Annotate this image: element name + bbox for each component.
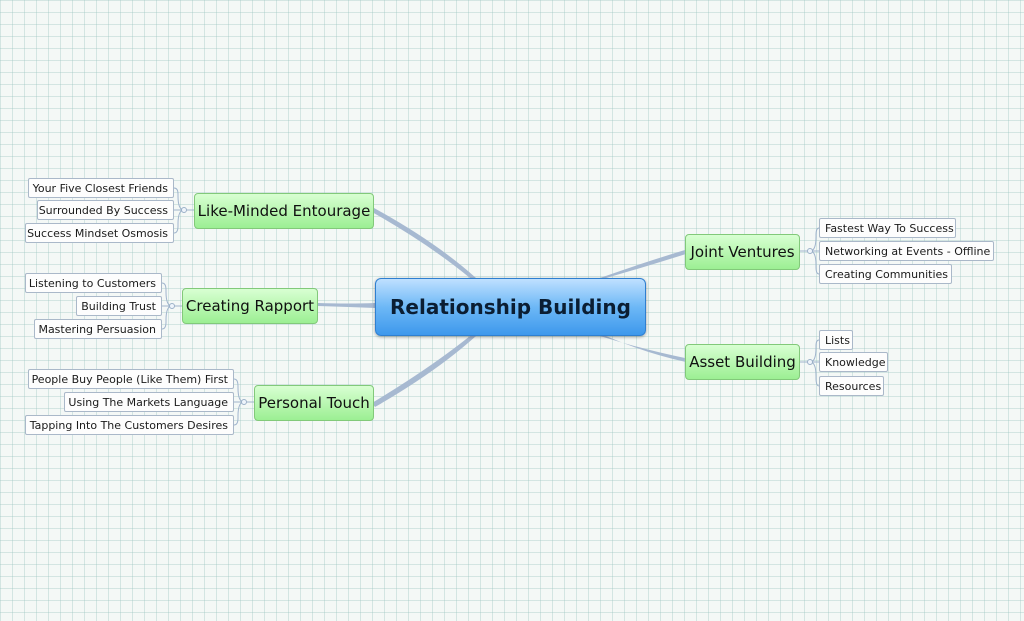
subtopic-surrounded-by-success[interactable]: Surrounded By Success <box>37 200 174 220</box>
connector-central-joint <box>600 250 686 278</box>
subtopic-using-the-markets-language[interactable]: Using The Markets Language <box>64 392 234 412</box>
subtopic-resources[interactable]: Resources <box>819 376 884 396</box>
subtopic-building-trust[interactable]: Building Trust <box>76 296 162 316</box>
connector-central-asset <box>600 336 686 362</box>
subtopic-people-buy-people[interactable]: People Buy People (Like Them) First <box>28 369 234 389</box>
connector-central-rapport <box>318 303 375 308</box>
topic-like-minded-entourage[interactable]: Like-Minded Entourage <box>194 193 374 229</box>
collapse-knob-personal[interactable] <box>241 399 247 405</box>
collapse-knob-joint[interactable] <box>807 248 813 254</box>
connector-central-like-minded <box>372 208 476 278</box>
subtopic-creating-communities[interactable]: Creating Communities <box>819 264 952 284</box>
topic-joint-ventures[interactable]: Joint Ventures <box>685 234 800 270</box>
topic-asset-building[interactable]: Asset Building <box>685 344 800 380</box>
topic-creating-rapport[interactable]: Creating Rapport <box>182 288 318 324</box>
collapse-knob-asset[interactable] <box>807 359 813 365</box>
subtopic-tapping-into-desires[interactable]: Tapping Into The Customers Desires <box>25 415 234 435</box>
subtopic-networking-at-events[interactable]: Networking at Events - Offline <box>819 241 994 261</box>
subtopic-lists[interactable]: Lists <box>819 330 853 350</box>
subtopic-your-five-closest-friends[interactable]: Your Five Closest Friends <box>28 178 174 198</box>
subtopic-success-mindset-osmosis[interactable]: Success Mindset Osmosis <box>25 223 174 243</box>
subtopic-mastering-persuasion[interactable]: Mastering Persuasion <box>34 319 162 339</box>
central-topic[interactable]: Relationship Building <box>375 278 646 336</box>
subtopic-knowledge[interactable]: Knowledge <box>819 352 888 372</box>
subtopic-fastest-way-to-success[interactable]: Fastest Way To Success <box>819 218 956 238</box>
subtopic-listening-to-customers[interactable]: Listening to Customers <box>25 273 162 293</box>
collapse-knob-like-minded[interactable] <box>181 207 187 213</box>
collapse-knob-rapport[interactable] <box>169 303 175 309</box>
connector-central-personal <box>372 336 476 407</box>
topic-personal-touch[interactable]: Personal Touch <box>254 385 374 421</box>
